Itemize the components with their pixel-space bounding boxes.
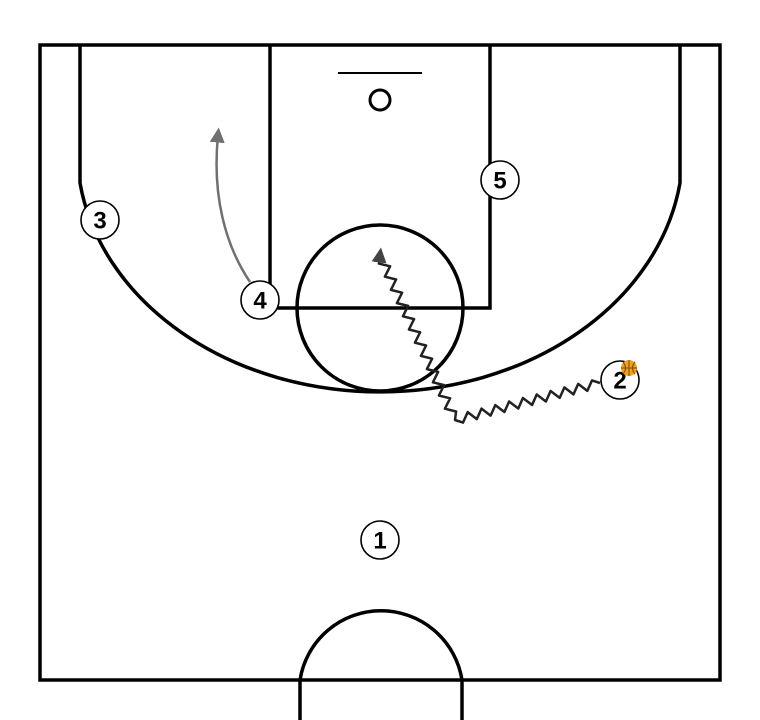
paint-lane bbox=[268, 45, 492, 310]
player-4[interactable]: 4 bbox=[240, 280, 280, 320]
player-1[interactable]: 1 bbox=[360, 520, 400, 560]
player-2-dribble-arrow bbox=[371, 247, 601, 424]
player-5-marker bbox=[480, 160, 520, 200]
basket-rim bbox=[368, 88, 392, 112]
center-circle bbox=[298, 609, 464, 720]
basketball-seams bbox=[621, 360, 637, 376]
player-5[interactable]: 5 bbox=[480, 160, 520, 200]
player-3[interactable]: 3 bbox=[80, 200, 120, 240]
three-point-line bbox=[78, 45, 682, 394]
court-boundary bbox=[38, 43, 722, 682]
player-4-cut-arrow bbox=[209, 127, 252, 283]
player-4-marker bbox=[240, 280, 280, 320]
player-4-label: 4 bbox=[253, 288, 267, 315]
free-throw-circle bbox=[295, 223, 465, 393]
player-1-marker bbox=[360, 520, 400, 560]
player-3-label: 3 bbox=[93, 208, 106, 235]
player-5-label: 5 bbox=[493, 168, 506, 195]
basketball-icon bbox=[621, 360, 637, 376]
player-3-marker bbox=[80, 200, 120, 240]
player-1-label: 1 bbox=[373, 528, 386, 555]
